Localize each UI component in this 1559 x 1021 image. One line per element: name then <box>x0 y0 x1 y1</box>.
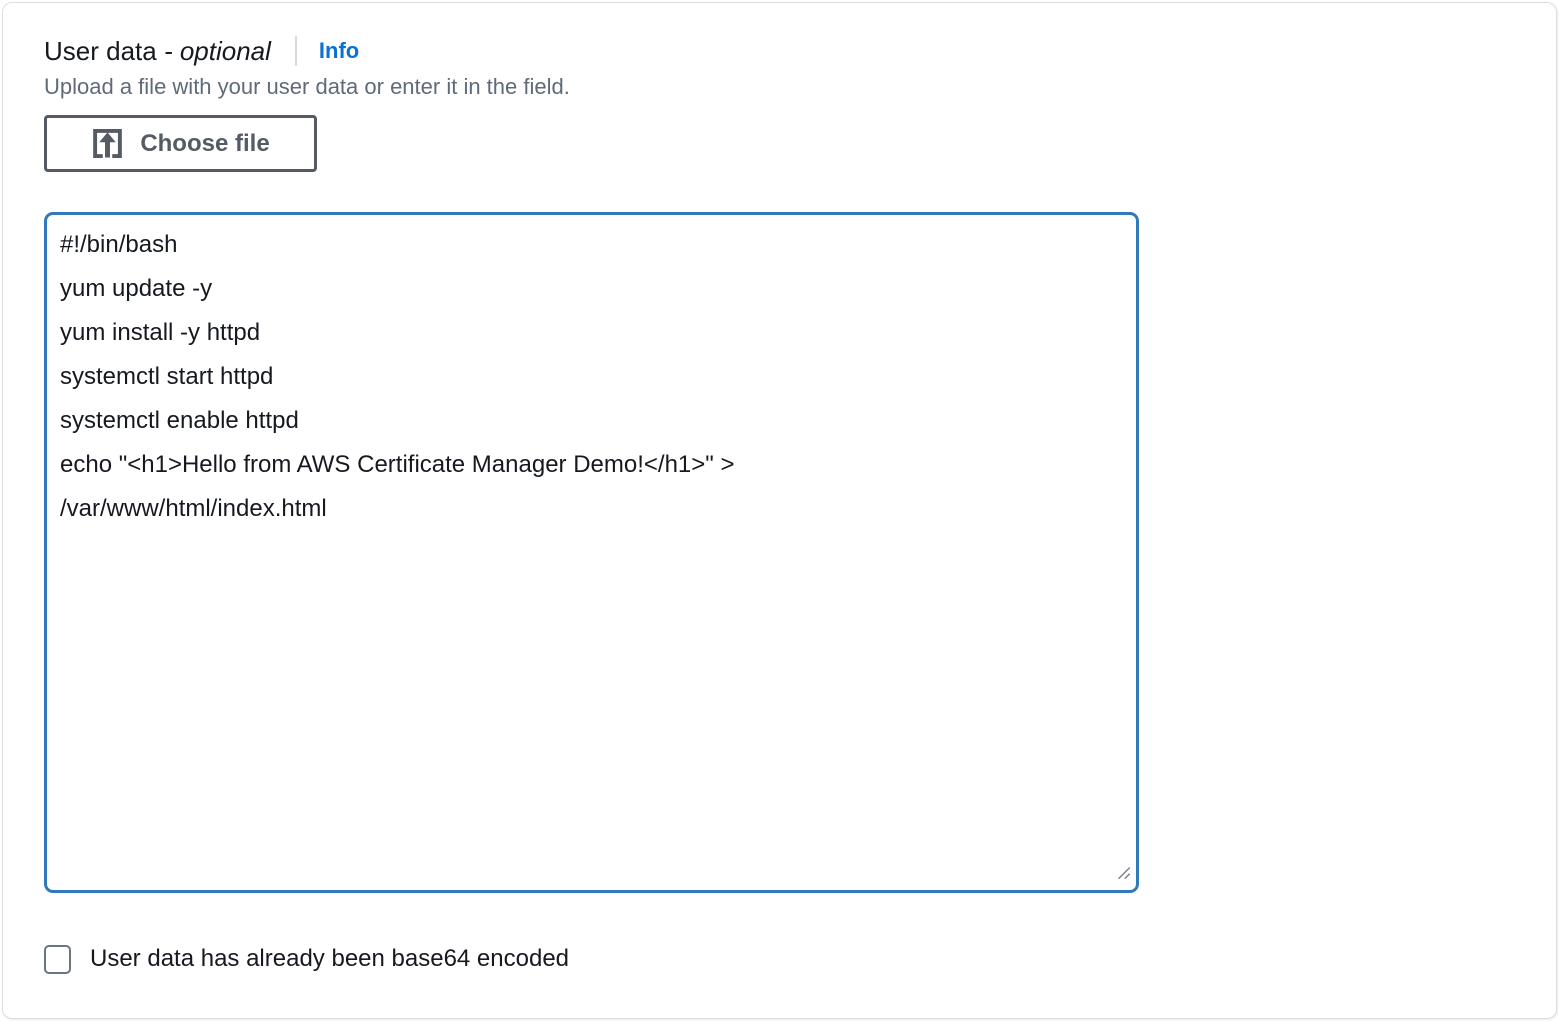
upload-icon <box>91 127 124 160</box>
section-title: User data - optional <box>44 34 271 68</box>
base64-checkbox[interactable] <box>44 944 71 974</box>
optional-label: - optional <box>163 36 271 66</box>
user-data-textarea[interactable]: #!/bin/bash yum update -y yum install -y… <box>44 212 1139 893</box>
user-data-field: #!/bin/bash yum update -y yum install -y… <box>44 212 1139 893</box>
section-header: User data - optional Info <box>44 34 1556 68</box>
choose-file-button[interactable]: Choose file <box>44 115 317 172</box>
choose-file-label: Choose file <box>140 129 270 157</box>
section-description: Upload a file with your user data or ent… <box>44 74 570 99</box>
header-divider <box>294 36 297 66</box>
info-link[interactable]: Info <box>318 38 360 63</box>
base64-checkbox-row[interactable]: User data has already been base64 encode… <box>44 943 569 975</box>
base64-checkbox-label: User data has already been base64 encode… <box>90 945 570 972</box>
section-title-text: User data <box>44 36 164 66</box>
